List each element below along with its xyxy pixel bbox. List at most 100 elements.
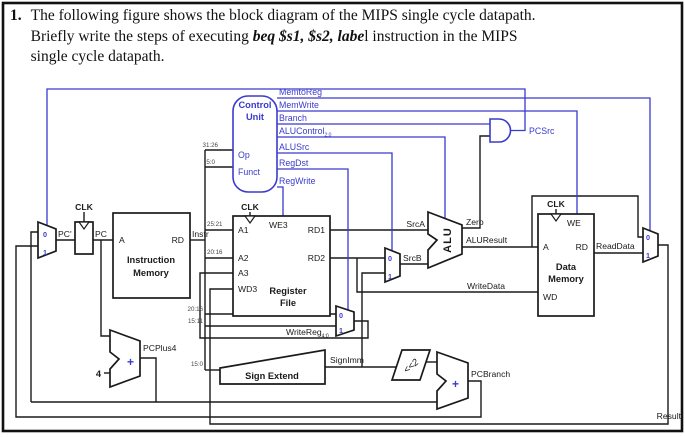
writedata-label: WriteData xyxy=(467,281,505,291)
control-unit-title2: Unit xyxy=(246,112,264,122)
question-line2-suffix: l instruction in the MIPS xyxy=(364,27,518,45)
question-instruction-name: beq $s1, $s2, labe xyxy=(252,27,365,45)
clock-triangle-regfile xyxy=(243,215,257,225)
control-unit-title: Control xyxy=(238,100,271,110)
a2-port: A2 xyxy=(238,253,249,263)
pc-next-label: PC' xyxy=(58,229,72,239)
sign-extend-name: Sign Extend xyxy=(245,371,299,381)
imem-a-port: A xyxy=(119,235,125,245)
wire-zero xyxy=(462,135,490,229)
wire-memwrite xyxy=(277,110,578,214)
srcbmux-port-0: 0 xyxy=(388,254,392,263)
pcplus4-plus-sign: + xyxy=(127,355,134,369)
pc-label: PC xyxy=(95,229,107,239)
wire-pcsrc xyxy=(46,88,526,225)
a1-bits-label: 25:21 xyxy=(207,221,223,228)
question-line1-text: The following figure shows the block dia… xyxy=(30,7,536,24)
wire-pcplus4-out xyxy=(140,357,157,402)
srcb-label: SrcB xyxy=(403,253,422,263)
pcplus4-label: PCPlus4 xyxy=(143,343,177,353)
data-memory-box xyxy=(537,213,595,317)
dm-wd-port: WD xyxy=(543,292,557,302)
imem-rd-port: RD xyxy=(172,235,184,245)
imem-name: Instruction xyxy=(127,255,175,265)
dm-a-port: A xyxy=(543,242,549,252)
wire-pc-to-adder xyxy=(100,240,110,337)
writeregmux-port-1: 1 xyxy=(339,326,343,335)
aluresult-label: ALUResult xyxy=(466,235,508,245)
wire-pcbranch xyxy=(15,245,482,418)
shift-left-2-box xyxy=(390,349,432,381)
writereg0-bits-label: 20:16 xyxy=(188,306,204,313)
datamem-name: Data xyxy=(556,262,577,272)
alucontrol-label: ALUControl2:0 xyxy=(279,126,332,139)
writereg-mux xyxy=(335,304,355,338)
dm-we-port: WE xyxy=(567,218,581,228)
writereg1-bits-label: 15:11 xyxy=(188,318,204,325)
question-line2-prefix: Briefly write the steps of executing xyxy=(30,27,253,45)
imem-name2: Memory xyxy=(133,268,169,278)
question-line-3: single cycle datapath. xyxy=(31,47,536,68)
writeregmux-port-0: 0 xyxy=(339,311,343,320)
wire-alusrc xyxy=(277,152,393,251)
clk-label-regfile: CLK xyxy=(241,202,259,212)
pcmux-port-1: 1 xyxy=(43,248,47,257)
question-line3-text: single cycle datapath. xyxy=(30,48,165,65)
srca-label: SrcA xyxy=(406,219,425,229)
control-unit-box xyxy=(232,95,278,193)
pc-src-mux xyxy=(37,220,57,260)
we3-port: WE3 xyxy=(269,220,288,230)
wd3-port: WD3 xyxy=(238,284,257,294)
signimm-label: SignImm xyxy=(330,355,364,365)
zero-label: Zero xyxy=(466,217,484,227)
wire-pcplus4-to-mux xyxy=(30,231,38,402)
resultmux-port-0: 0 xyxy=(646,233,650,242)
dm-rd-port: RD xyxy=(576,242,588,252)
wire-alucontrol xyxy=(277,136,446,218)
memtoreg-label: MemtoReg xyxy=(279,87,322,97)
funct-input-label: Funct xyxy=(238,167,261,177)
a3-port: A3 xyxy=(238,268,249,278)
a1-port: A1 xyxy=(238,225,249,235)
op-input-label: Op xyxy=(238,150,250,160)
constant-four-label: 4 xyxy=(96,369,102,379)
regfile-name2: File xyxy=(280,298,296,308)
pcbranch-label: PCBranch xyxy=(471,369,510,379)
wire-result xyxy=(209,244,669,425)
wire-writereg-to-a3 xyxy=(199,272,369,339)
question-line-1: The following figure shows the block dia… xyxy=(31,6,536,27)
clock-triangle-pc xyxy=(77,221,91,231)
writereg-label: WriteReg4:0 xyxy=(286,327,329,340)
instruction-memory-box xyxy=(112,212,191,299)
and-gate xyxy=(489,118,512,143)
pcmux-port-0: 0 xyxy=(43,230,47,239)
alusrc-label: ALUSrc xyxy=(279,142,310,152)
signext-bits-label: 15:0 xyxy=(191,361,204,368)
wire-regdst xyxy=(277,168,349,310)
question-text: The following figure shows the block dia… xyxy=(31,6,536,68)
result-mux xyxy=(642,226,659,264)
pcsrc-label: PCSrc xyxy=(529,126,555,136)
wire-regwrite xyxy=(277,186,284,216)
question-line-2: Briefly write the steps of executing beq… xyxy=(31,27,536,48)
a2-bits-label: 20:16 xyxy=(207,249,223,256)
instr-label: Instr xyxy=(192,229,209,239)
sign-extend-box xyxy=(219,348,326,385)
regdst-label: RegDst xyxy=(279,158,309,168)
regwrite-label: RegWrite xyxy=(279,176,316,186)
control-wires xyxy=(46,88,651,310)
srcbmux-port-1: 1 xyxy=(388,272,392,281)
wire-memtoreg xyxy=(277,97,651,231)
pcbranch-adder xyxy=(436,350,469,411)
funct-bits-label: 5:0 xyxy=(206,159,215,166)
rd2-port: RD2 xyxy=(308,253,325,263)
clk-label-datamem: CLK xyxy=(547,199,565,209)
datamem-name2: Memory xyxy=(548,274,584,284)
rd1-port: RD1 xyxy=(308,225,325,235)
alu-shape xyxy=(427,210,463,270)
alu-name: ALU xyxy=(442,227,454,253)
srcb-mux xyxy=(384,246,401,284)
